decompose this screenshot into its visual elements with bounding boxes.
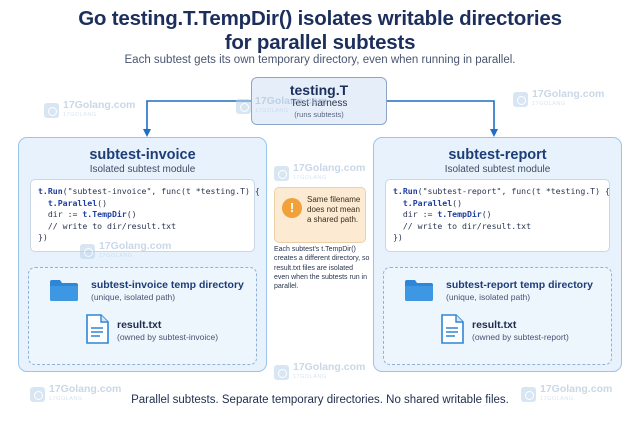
code-line-1: t.Run("subtest-invoice", func(t *testing… <box>38 186 260 196</box>
code-line-2: t.Parallel() <box>402 197 463 208</box>
file-note: (owned by subtest-invoice) <box>117 332 219 342</box>
title-line-2: for parallel subtests <box>224 31 416 54</box>
file-note: (owned by subtest-report) <box>472 332 569 342</box>
arrow-to-invoice <box>143 100 251 137</box>
explanation-text: Each subtest's t.TempDir() creates a dif… <box>274 246 370 291</box>
watermark-logo-icon <box>274 165 289 181</box>
code-line-3: dir := t.TempDir() <box>402 209 492 219</box>
panel-subtitle: Isolated subtest module <box>89 164 196 175</box>
watermark-logo-icon <box>236 98 251 114</box>
code-line-1: t.Run("subtest-report", func(t *testing.… <box>393 186 610 196</box>
document-icon <box>441 314 464 344</box>
directory-note: (unique, isolated path) <box>446 292 531 302</box>
footer-caption: Parallel subtests. Separate temporary di… <box>131 394 509 406</box>
arrow-to-report <box>387 100 498 137</box>
document-icon <box>86 314 109 344</box>
title-line-1: Go testing.T.TempDir() isolates writable… <box>78 7 562 30</box>
diagram-title: Go testing.T.TempDir() isolates writable… <box>0 7 640 55</box>
callout-text: Same filename does not mean a shared pat… <box>307 195 361 224</box>
panel-subtitle: Isolated subtest module <box>444 164 551 175</box>
root-note: (runs subtests) <box>294 110 344 119</box>
watermark-logo-icon <box>30 386 45 402</box>
directory-title: subtest-invoice temp directory <box>91 279 244 291</box>
folder-icon <box>50 280 78 301</box>
folder-icon <box>405 280 433 301</box>
code-snippet: t.Run("subtest-invoice", func(t *testing… <box>30 179 260 252</box>
watermark-logo-icon <box>80 243 95 259</box>
watermark-logo-icon <box>274 364 289 380</box>
code-line-3: dir := t.TempDir() <box>47 209 137 219</box>
panel-title: subtest-report <box>448 147 547 163</box>
panel-title: subtest-invoice <box>89 147 196 163</box>
root-title: testing.T <box>289 82 349 98</box>
watermark-logo-icon <box>513 91 528 107</box>
directory-title: subtest-report temp directory <box>446 279 594 291</box>
root-subtitle: Test harness <box>290 98 348 109</box>
code-line-5: }) <box>393 232 403 242</box>
diagram-subtitle: Each subtest gets its own temporary dire… <box>124 54 516 66</box>
directory-note: (unique, isolated path) <box>91 292 176 302</box>
watermark-logo-icon <box>521 386 536 402</box>
code-snippet: t.Run("subtest-report", func(t *testing.… <box>385 179 610 252</box>
warning-callout: ! Same filename does not mean a shared p… <box>274 187 366 243</box>
subtest-report-panel: subtest-report Isolated subtest module t… <box>373 137 622 372</box>
warning-icon: ! <box>282 198 302 218</box>
file-name: result.txt <box>472 319 517 331</box>
code-line-4: // write to dir/result.txt <box>402 220 532 231</box>
temp-directory-box: subtest-report temp directory (unique, i… <box>383 267 612 365</box>
testing-t-node: testing.T Test harness (runs subtests) <box>251 77 387 125</box>
code-line-2: t.Parallel() <box>47 197 108 208</box>
file-name: result.txt <box>117 319 162 331</box>
subtest-invoice-panel: subtest-invoice Isolated subtest module … <box>18 137 267 372</box>
watermark-logo-icon <box>44 102 59 118</box>
temp-directory-box: subtest-invoice temp directory (unique, … <box>28 267 257 365</box>
code-line-5: }) <box>38 232 48 242</box>
code-line-4: // write to dir/result.txt <box>47 220 177 231</box>
